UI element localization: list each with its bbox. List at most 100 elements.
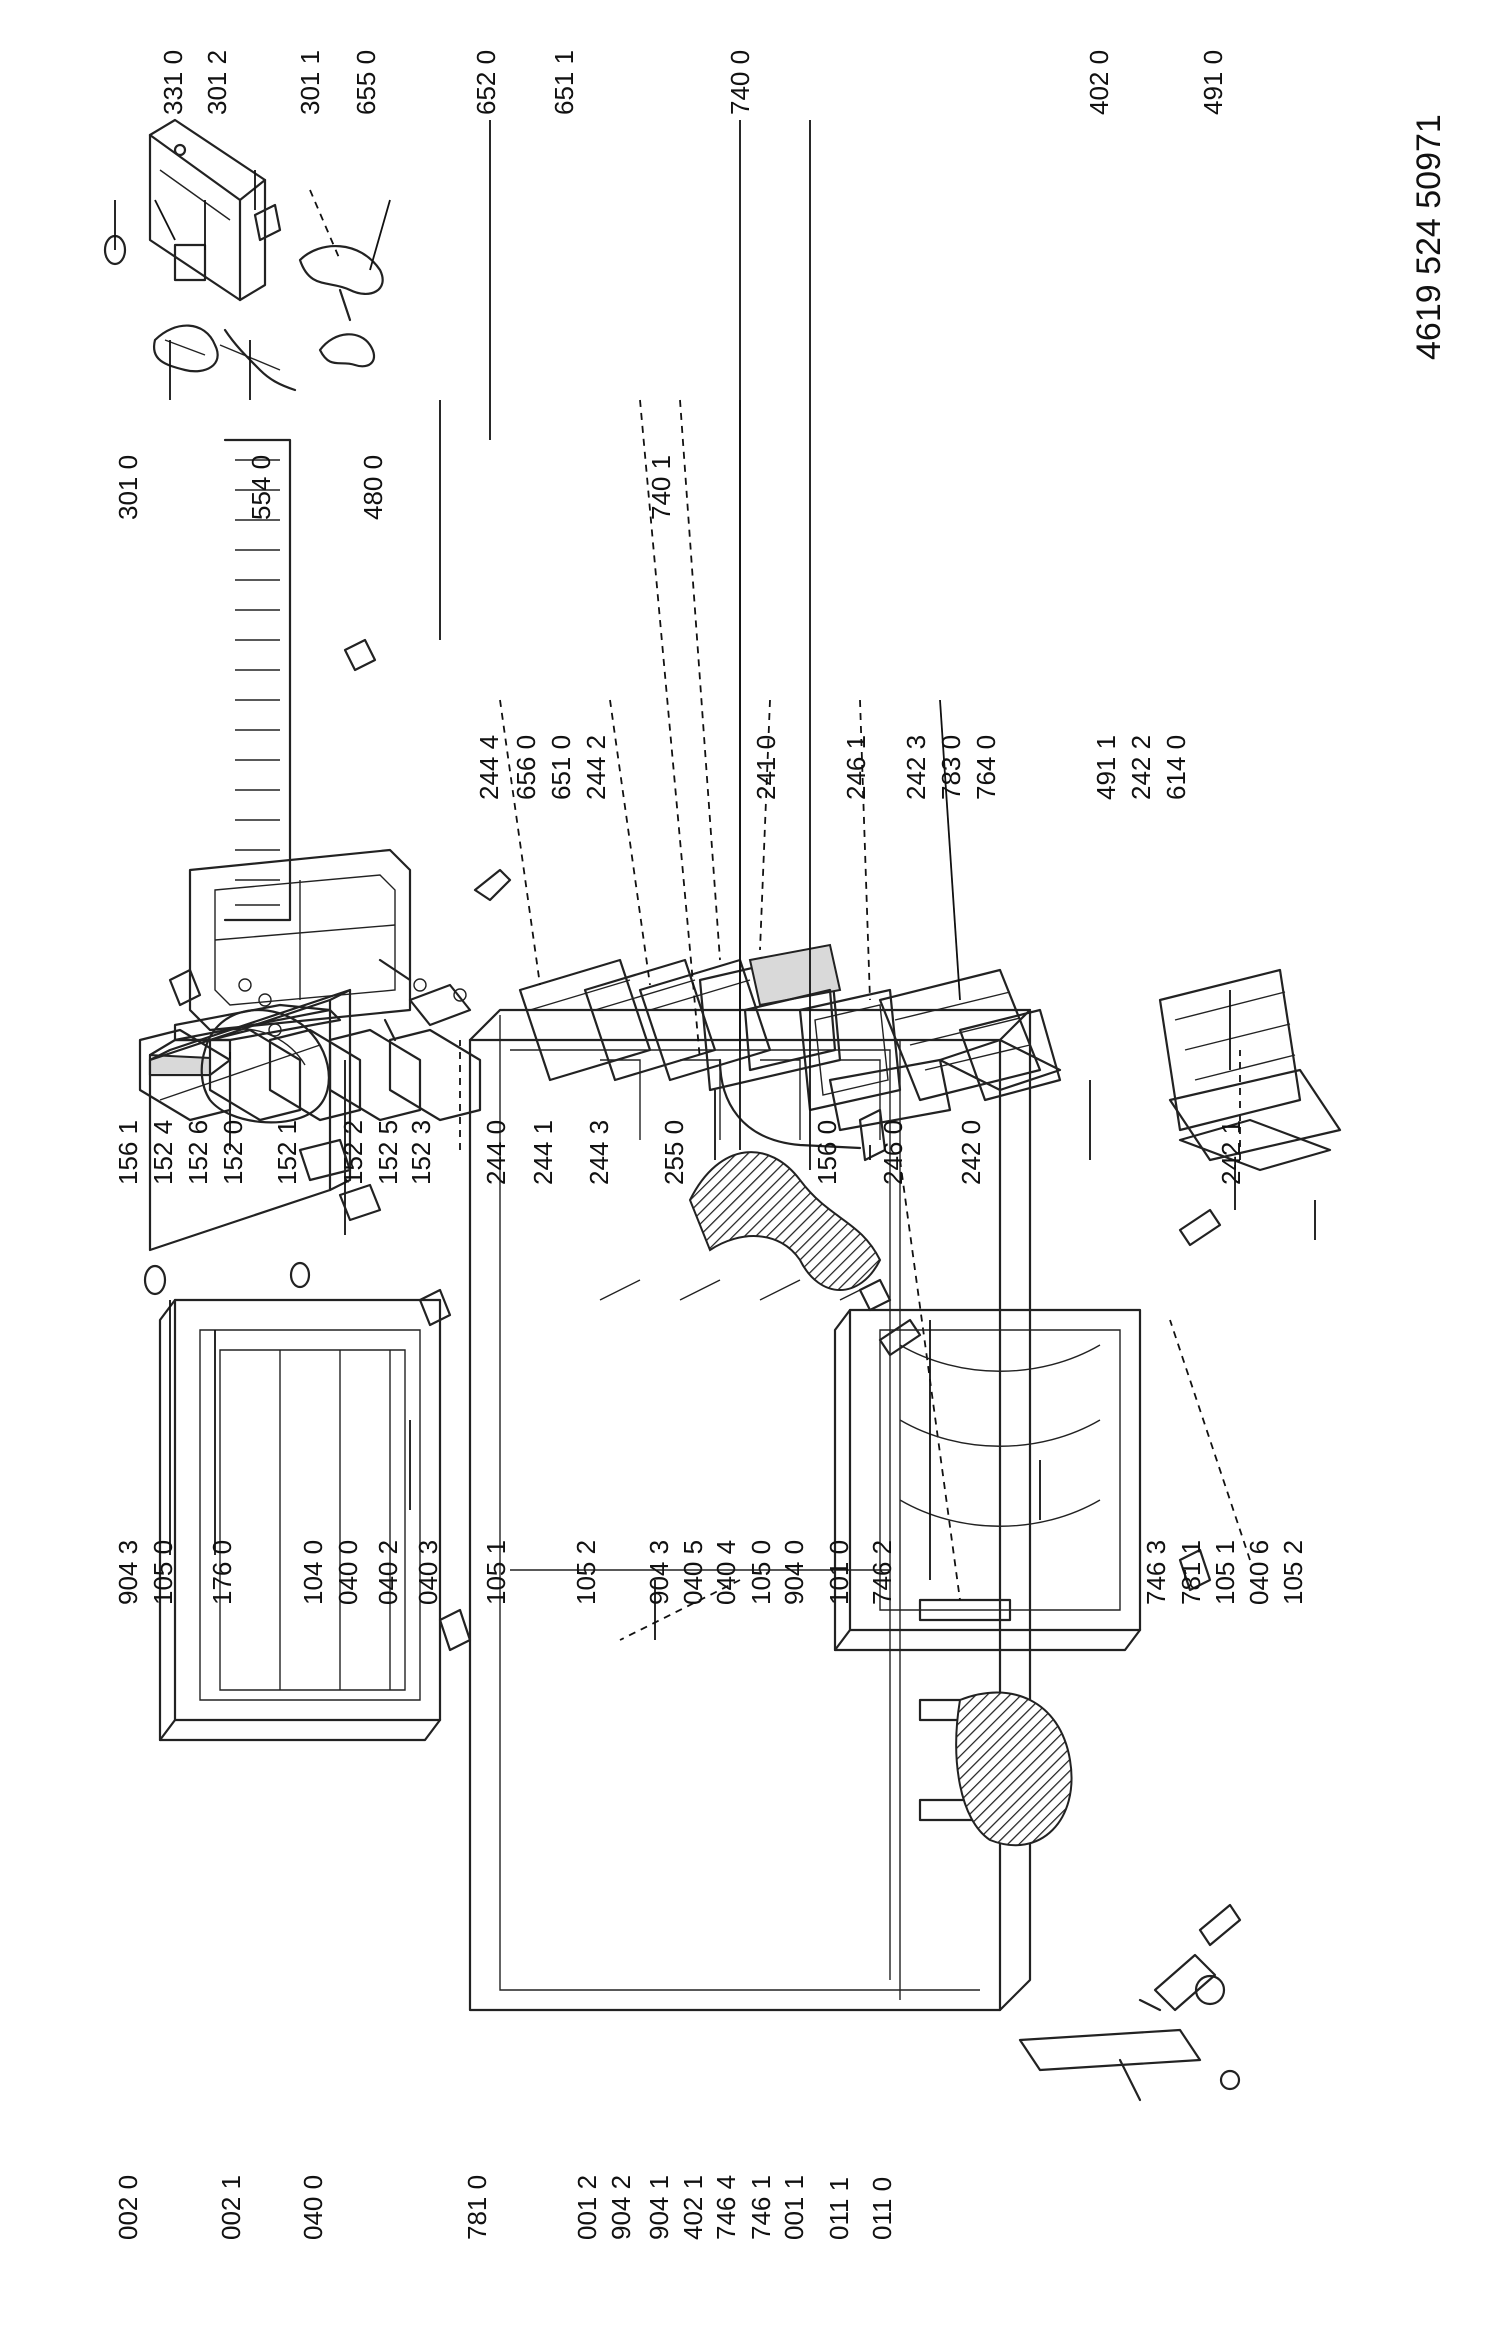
part-label: 244 1 [528,1120,558,1185]
insulation-cutaway [688,1151,1073,1847]
part-label: 242 0 [956,1120,986,1185]
part-label: 764 0 [971,735,1001,800]
part-label: 614 0 [1161,735,1191,800]
leader-lines-col3 [499,699,1231,1070]
relay-starter [298,1138,382,1222]
part-label: 554 0 [246,455,276,520]
part-label: 001 1 [779,2175,809,2240]
part-label: 242 1 [1216,1120,1246,1185]
part-label: 655 0 [351,50,381,115]
part-label: 105 2 [1278,1540,1308,1605]
part-label: 781 1 [1176,1540,1206,1605]
lower-basket [1158,968,1342,1162]
part-label: 491 0 [1198,50,1228,115]
part-label: 152 5 [373,1120,403,1185]
lower-door [833,1308,1142,1652]
cabinet-body [468,1008,1032,2012]
part-label: 152 0 [218,1120,248,1185]
evaporator-clip [343,638,377,672]
part-label: 040 5 [678,1540,708,1605]
part-label: 331 0 [158,50,188,115]
part-label: 402 0 [1084,50,1114,115]
part-label: 040 4 [711,1540,741,1605]
part-label: 105 0 [148,1540,178,1605]
part-label: 746 2 [867,1540,897,1605]
part-label: 746 3 [1141,1540,1171,1605]
evaporator-coil [223,438,292,922]
part-label: 301 2 [202,50,232,115]
small-cap [858,1108,887,1162]
part-label: 176 0 [207,1540,237,1605]
part-label: 656 0 [511,735,541,800]
part-label: 002 0 [113,2175,143,2240]
part-label: 040 6 [1244,1540,1274,1605]
leader-lines-col4 [114,120,811,1170]
worktop-lid [148,1003,342,1077]
part-label: 904 1 [644,2175,674,2240]
part-label: 402 1 [678,2175,708,2240]
part-label: 152 4 [148,1120,178,1185]
part-label: 652 0 [471,50,501,115]
leader-lines-col2 [169,1300,1251,1641]
freezer-tray [798,988,902,1112]
fan-assembly [298,244,384,368]
part-label: 152 6 [183,1120,213,1185]
part-label: 105 1 [481,1540,511,1605]
part-label: 246 1 [841,735,871,800]
part-label: 781 0 [462,2175,492,2240]
part-label: 301 0 [113,455,143,520]
part-label: 152 2 [338,1120,368,1185]
part-label: 904 3 [644,1540,674,1605]
part-label: 040 0 [333,1540,363,1605]
part-label: 746 4 [711,2175,741,2240]
part-label: 904 3 [113,1540,143,1605]
control-cover [173,243,207,282]
glass-shelves [518,958,772,1082]
part-label: 255 0 [659,1120,689,1185]
part-label: 104 0 [298,1540,328,1605]
upper-door-plug [289,1261,311,1289]
lamp-holder [253,203,282,242]
part-label: 740 0 [725,50,755,115]
part-label: 746 1 [746,2175,776,2240]
part-label: 156 0 [812,1120,842,1185]
part-label: 040 2 [373,1540,403,1605]
part-label: 011 0 [867,2177,897,2240]
document-number: 4619 524 50971 [1410,114,1448,360]
part-label: 491 1 [1091,735,1121,800]
part-label: 301 1 [295,50,325,115]
part-label: 152 1 [272,1120,302,1185]
part-label: 242 3 [901,735,931,800]
pipes-filters [378,958,412,1042]
part-label: 105 0 [746,1540,776,1605]
part-label: 651 0 [546,735,576,800]
part-label: 040 3 [413,1540,443,1605]
part-labels: 002 0 002 1 040 0 781 0 001 2 904 2 904 … [113,50,1308,2240]
freezer-shelf [828,1058,952,1132]
part-label: 244 4 [474,735,504,800]
part-label: 101 0 [824,1540,854,1605]
part-label: 651 1 [549,50,579,115]
part-label: 783 0 [936,735,966,800]
part-label: 040 0 [298,2175,328,2240]
upper-door-handle [143,1264,167,1296]
bottom-hinge-plate [1138,1953,1217,2012]
part-label: 105 2 [571,1540,601,1605]
part-label: 244 3 [584,1120,614,1185]
upper-door [158,1298,442,1742]
wiring-harness [219,328,297,392]
worktop-frame [188,848,412,1032]
upper-basket [878,968,1062,1102]
door-balconies [138,968,482,1122]
compressor [200,1008,330,1124]
crisper-drawer [698,943,842,1092]
part-label: 904 0 [779,1540,809,1605]
part-label: 152 3 [406,1120,436,1185]
part-label: 246 0 [878,1120,908,1185]
part-label: 156 1 [113,1120,143,1185]
fan-cover [152,324,219,373]
base-strip [1018,1974,1241,2102]
part-label: 011 1 [824,2177,854,2240]
part-label: 904 2 [606,2175,636,2240]
